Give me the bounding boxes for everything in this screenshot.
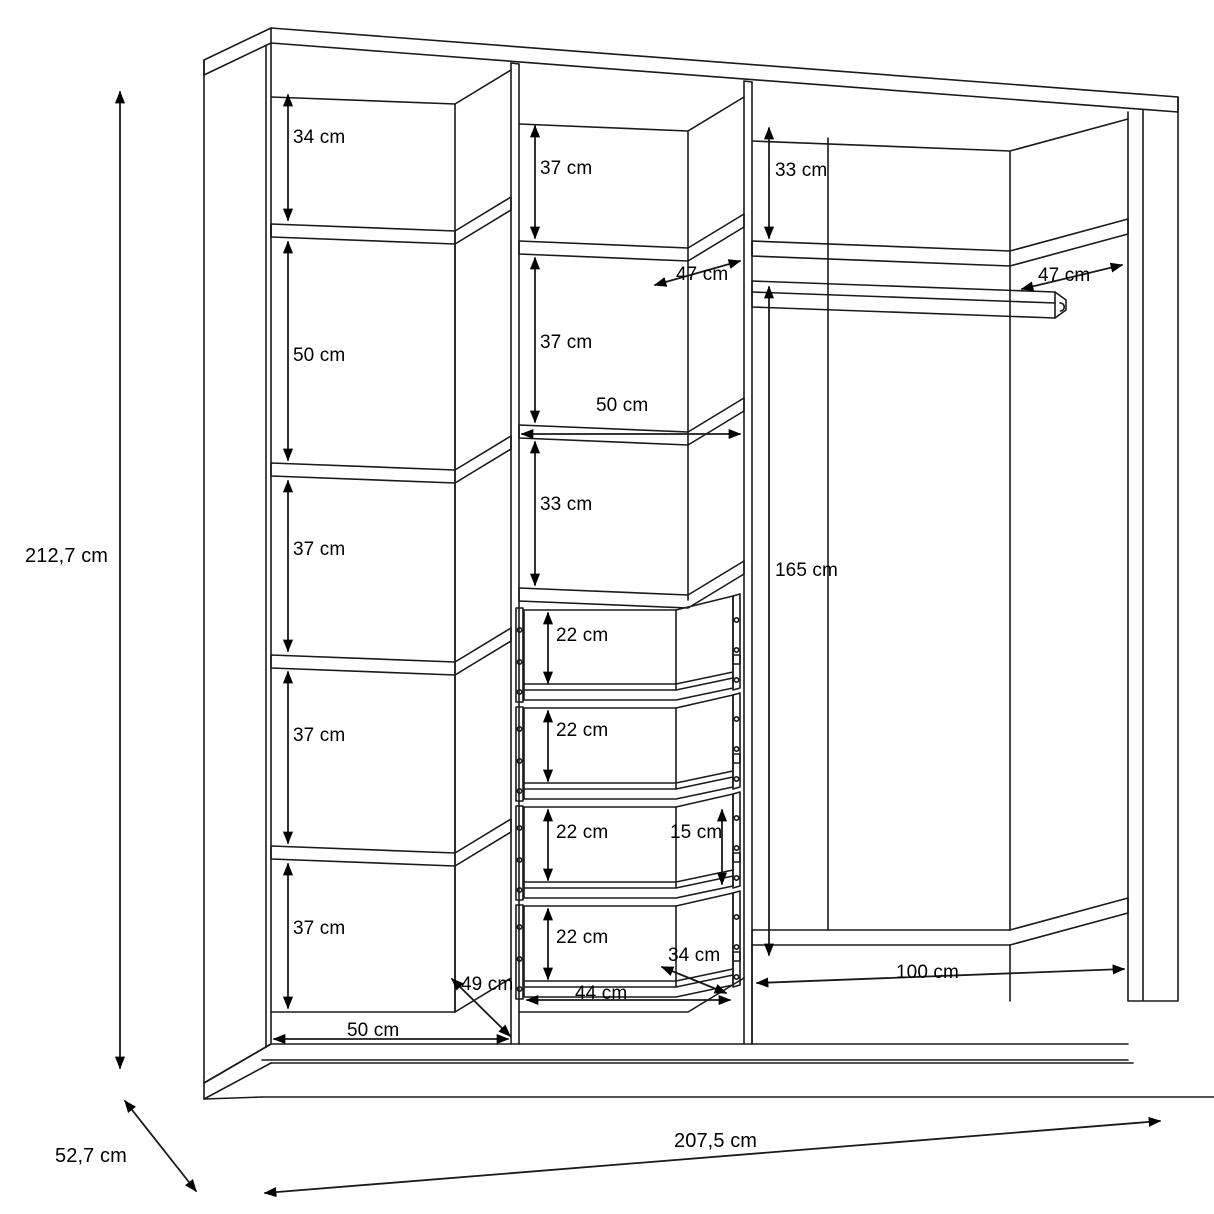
label-left-gap-2: 50 cm xyxy=(293,345,346,366)
label-drawer-1-height: 22 cm xyxy=(556,625,609,646)
label-left-gap-4: 37 cm xyxy=(293,725,346,746)
label-left-gap-5: 37 cm xyxy=(293,918,346,939)
label-right-width: 100 cm xyxy=(896,962,959,983)
label-drawer-depth: 34 cm xyxy=(668,945,721,966)
label-total-width: 207,5 cm xyxy=(674,1130,758,1152)
label-right-shelf-depth: 47 cm xyxy=(1038,265,1091,286)
label-mid-shelf-depth: 47 cm xyxy=(676,264,729,285)
dimension-lines xyxy=(114,90,1162,1198)
label-total-height: 212,7 cm xyxy=(25,545,109,567)
label-total-depth: 52,7 cm xyxy=(55,1145,127,1167)
right-column-interior xyxy=(751,118,1129,1045)
drawer-2[interactable] xyxy=(515,692,741,802)
drawer-1[interactable] xyxy=(515,593,741,703)
label-left-width: 50 cm xyxy=(347,1020,400,1041)
drawer-stack xyxy=(515,593,741,1000)
label-mid-gap-1: 37 cm xyxy=(540,158,593,179)
drawer-3[interactable] xyxy=(515,791,741,901)
label-mid-gap-2: 37 cm xyxy=(540,332,593,353)
label-mid-width: 50 cm xyxy=(596,395,649,416)
label-left-depth: 49 cm xyxy=(461,974,514,995)
label-left-gap-3: 37 cm xyxy=(293,539,346,560)
hanging-rail xyxy=(751,280,1067,319)
label-right-gap-1: 33 cm xyxy=(775,160,828,181)
label-drawer-2-height: 22 cm xyxy=(556,720,609,741)
label-drawer-4-height: 22 cm xyxy=(556,927,609,948)
label-right-hang-height: 165 cm xyxy=(775,560,838,581)
label-drawer-3-front: 15 cm xyxy=(670,822,723,843)
label-drawer-3-height: 22 cm xyxy=(556,822,609,843)
label-mid-gap-3: 33 cm xyxy=(540,494,593,515)
carcass-outline xyxy=(203,27,1214,1100)
label-drawer-width: 44 cm xyxy=(575,983,628,1004)
label-left-gap-1: 34 cm xyxy=(293,127,346,148)
